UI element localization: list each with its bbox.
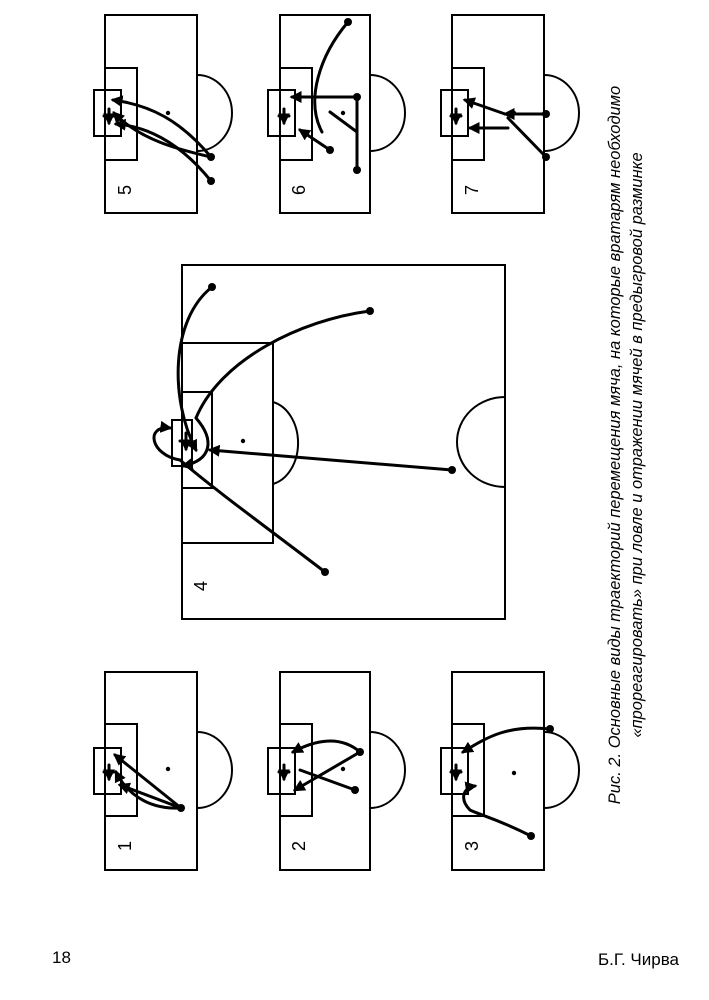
ball-trajectory: [152, 420, 182, 462]
penalty-spot: [511, 770, 517, 776]
centre-circle: [456, 396, 506, 488]
ball-trajectory: [298, 768, 357, 792]
ball-start: [448, 466, 456, 474]
goal-area: [440, 747, 469, 795]
panel-7: 7: [440, 14, 580, 214]
ball-start: [546, 725, 554, 733]
ball-start: [177, 804, 185, 812]
penalty-arc: [369, 731, 406, 809]
ball-trajectory: [113, 753, 183, 810]
ball-trajectory: [110, 95, 213, 159]
panel-number: 4: [191, 581, 211, 591]
ball-trajectory: [462, 781, 533, 838]
penalty-arc: [369, 74, 406, 152]
goalkeeper-icon: [279, 107, 289, 123]
penalty-spot: [165, 110, 171, 116]
goalkeeper-icon: [104, 763, 114, 779]
ball-trajectory: [112, 111, 213, 159]
ball-trajectory: [462, 97, 507, 116]
panel-number: 2: [289, 841, 309, 851]
author-name: Б.Г. Чирва: [597, 950, 679, 969]
goalkeeper-icon: [279, 763, 289, 779]
ball-start: [207, 153, 215, 161]
panel-1: 1: [93, 671, 233, 871]
ball-trajectory: [113, 118, 213, 183]
ball-trajectory: [207, 444, 454, 472]
penalty-arc: [196, 731, 233, 809]
goalkeeper-icon: [104, 107, 114, 123]
ball-trajectory: [194, 309, 372, 420]
panel-5: 5: [93, 14, 233, 214]
ball-trajectory: [176, 285, 214, 453]
ball-start: [527, 832, 535, 840]
ball-start: [542, 153, 550, 161]
penalty-spot: [165, 766, 171, 772]
ball-start: [207, 177, 215, 185]
penalty-spot: [340, 110, 346, 116]
panel-6: 6: [267, 14, 406, 214]
goalkeeper-icon: [451, 107, 461, 123]
ball-start: [326, 146, 334, 154]
ball-trajectory: [178, 458, 327, 574]
page-number: 18: [52, 948, 71, 967]
goal-area: [440, 89, 469, 137]
ball-start: [351, 786, 359, 794]
pitch-half: [104, 14, 198, 214]
ball-trajectory: [460, 726, 552, 754]
figure-caption-line-1: Рис. 2. Основные виды траекторий перемещ…: [606, 86, 624, 804]
ball-trajectory: [298, 128, 332, 152]
panel-number: 3: [462, 841, 482, 851]
penalty-arc: [543, 731, 580, 809]
ball-trajectory: [114, 769, 183, 810]
ball-start: [366, 307, 374, 315]
panel-4: 4: [152, 264, 506, 620]
ball-start: [208, 283, 216, 291]
ball-start: [542, 110, 550, 118]
panel-number: 1: [115, 841, 135, 851]
ball-trajectory: [290, 739, 362, 754]
ball-start: [344, 18, 352, 26]
ball-trajectory: [180, 416, 210, 470]
penalty-spot: [240, 438, 246, 444]
penalty-spot: [340, 766, 346, 772]
figure-caption-line-2: «прореагировать» при ловле и отражении м…: [628, 152, 646, 737]
penalty-arc: [196, 74, 233, 152]
ball-trajectory: [328, 110, 359, 134]
ball-start: [356, 748, 364, 756]
panel-number: 6: [289, 185, 309, 195]
ball-trajectory: [292, 750, 362, 792]
ball-trajectory: [313, 20, 350, 134]
ball-start: [321, 568, 329, 576]
panel-2: 2: [267, 671, 406, 871]
penalty-arc: [272, 401, 300, 485]
ball-trajectory: [506, 116, 548, 159]
panel-number: 5: [115, 185, 135, 195]
ball-start: [353, 166, 361, 174]
panel-3: 3: [440, 671, 580, 871]
ball-trajectory: [117, 782, 183, 810]
panel-number: 7: [462, 185, 482, 195]
goalkeeper-icon: [451, 763, 461, 779]
ball-start: [353, 93, 361, 101]
pitch-half: [104, 671, 198, 871]
pitch-half: [451, 671, 545, 871]
penalty-arc: [543, 74, 580, 152]
